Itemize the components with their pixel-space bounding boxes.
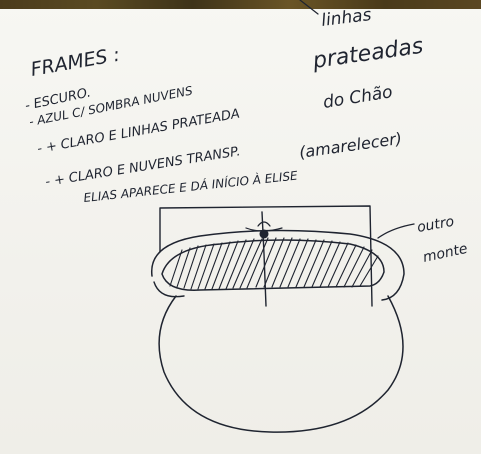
band-hatching bbox=[170, 238, 378, 289]
large-circle bbox=[159, 296, 403, 432]
note-line-4-tail: (amarelecer) bbox=[298, 129, 403, 162]
note-line-3-tail: do Chão bbox=[322, 82, 394, 113]
callout-monte: monte bbox=[422, 241, 470, 266]
pointer-line-top bbox=[300, 0, 318, 14]
callout-linhas: linhas bbox=[320, 5, 372, 31]
center-dot bbox=[260, 230, 269, 239]
callout-prateadas: prateadas bbox=[310, 34, 424, 74]
center-arc bbox=[258, 222, 270, 226]
callout-outro: outro bbox=[416, 214, 455, 236]
notes-heading: FRAMES : bbox=[29, 44, 121, 81]
center-vertical-line bbox=[262, 212, 266, 306]
leader-line-right bbox=[378, 224, 414, 238]
